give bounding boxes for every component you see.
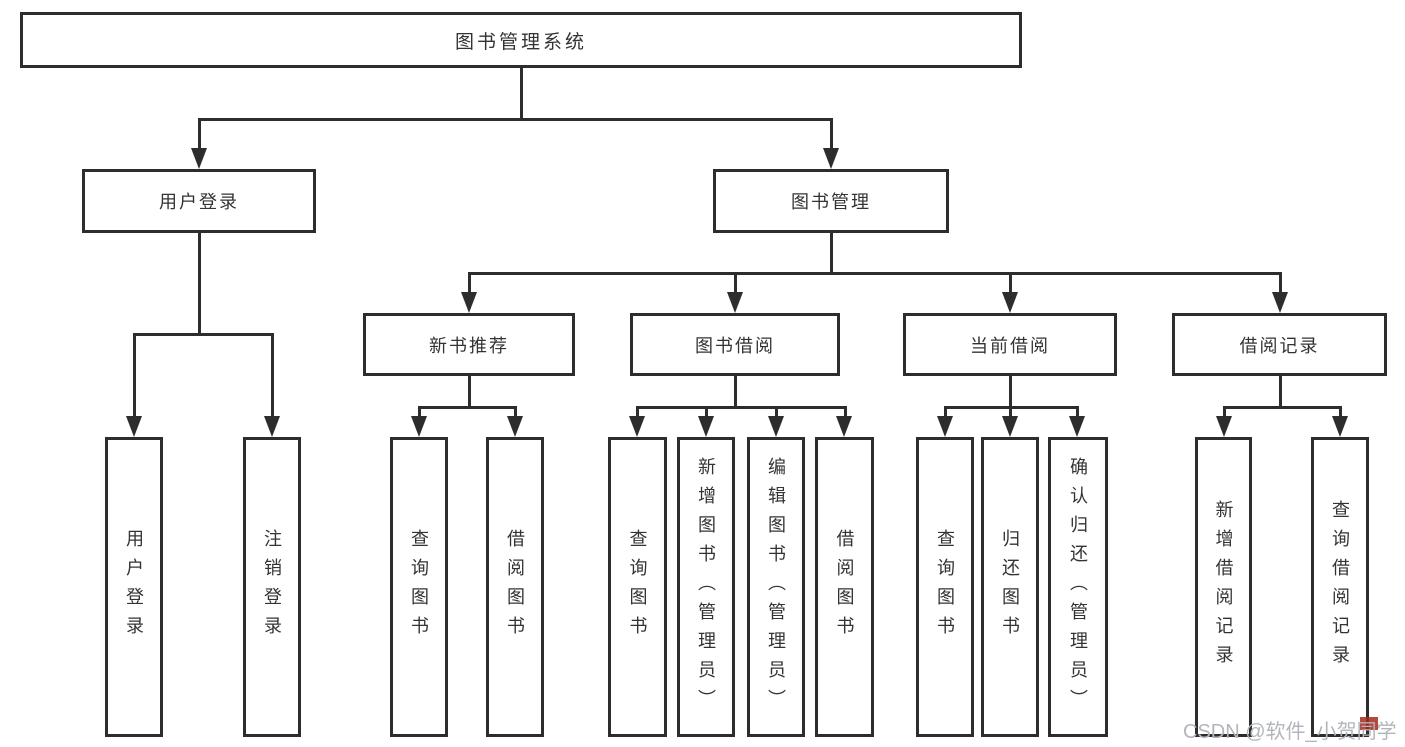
connector [1279, 375, 1282, 409]
leaf-return-books: 归还图书 [981, 437, 1039, 737]
leaf-borrow-books-1: 借阅图书 [486, 437, 544, 737]
connector [636, 406, 847, 409]
node-user-login-label: 用户登录 [159, 192, 239, 212]
leaf-confirm-return-admin: 确认归还（管理员） [1048, 437, 1108, 737]
node-current-borrow: 当前借阅 [903, 313, 1117, 376]
node-current-borrow-label: 当前借阅 [970, 335, 1050, 356]
arrow-down-icon [836, 416, 852, 437]
arrow-down-icon [937, 416, 953, 437]
node-book-borrow: 图书借阅 [630, 313, 840, 376]
leaf-user-login: 用户登录 [105, 437, 163, 737]
watermark-accent [1360, 717, 1378, 730]
leaf-query-books-2-label: 查询图书 [627, 529, 648, 645]
arrow-down-icon [698, 416, 714, 437]
leaf-query-books-3-label: 查询图书 [935, 529, 955, 645]
connector [1223, 406, 1226, 420]
leaf-borrow-books-2-label: 借阅图书 [834, 529, 855, 645]
leaf-user-login-label: 用户登录 [124, 529, 144, 645]
connector [468, 272, 1282, 275]
node-book-management: 图书管理 [713, 169, 949, 233]
leaf-query-books-1: 查询图书 [390, 437, 448, 737]
arrow-down-icon [411, 416, 427, 437]
leaf-add-borrow-record: 新增借阅记录 [1195, 437, 1252, 737]
node-root: 图书管理系统 [20, 12, 1022, 68]
leaf-add-books-admin-label: 新增图书（管理员） [696, 456, 716, 718]
arrow-down-icon [1216, 416, 1232, 437]
watermark: CSDN @软件_小贺同学 [1183, 721, 1397, 743]
leaf-query-books-3: 查询图书 [916, 437, 974, 737]
connector [418, 406, 517, 409]
connector [636, 406, 639, 420]
connector [271, 333, 274, 419]
leaf-add-books-admin: 新增图书（管理员） [677, 437, 735, 737]
arrow-down-icon [727, 292, 743, 313]
connector [133, 333, 274, 336]
leaf-confirm-return-admin-label: 确认归还（管理员） [1068, 456, 1088, 718]
arrow-down-icon [1002, 292, 1018, 313]
connector [775, 406, 778, 420]
arrow-down-icon [507, 416, 523, 437]
connector [705, 406, 708, 420]
connector [734, 375, 737, 409]
connector [1279, 272, 1282, 296]
arrow-down-icon [823, 148, 839, 169]
node-book-management-label: 图书管理 [791, 192, 871, 212]
arrow-down-icon [768, 416, 784, 437]
arrow-down-icon [629, 416, 645, 437]
node-borrow-records-label: 借阅记录 [1239, 335, 1320, 356]
connector [198, 232, 201, 336]
arrow-down-icon [264, 416, 280, 437]
leaf-query-books-1-label: 查询图书 [409, 529, 429, 645]
node-user-login: 用户登录 [82, 169, 316, 233]
connector [514, 406, 517, 420]
connector [520, 67, 523, 121]
arrow-down-icon [461, 292, 477, 313]
connector [133, 333, 136, 419]
connector [468, 375, 471, 409]
connector [1009, 272, 1012, 296]
leaf-borrow-books-1-label: 借阅图书 [505, 529, 525, 645]
leaf-query-books-2: 查询图书 [608, 437, 667, 737]
arrow-down-icon [1272, 292, 1288, 313]
node-root-label: 图书管理系统 [454, 31, 587, 53]
connector [1223, 406, 1342, 409]
connector [844, 406, 847, 420]
node-new-book-recommend-label: 新书推荐 [429, 335, 509, 356]
connector [1339, 406, 1342, 420]
connector [1009, 406, 1012, 420]
leaf-query-borrow-record: 查询借阅记录 [1311, 437, 1369, 737]
node-book-borrow-label: 图书借阅 [695, 335, 775, 356]
leaf-logout: 注销登录 [243, 437, 301, 737]
connector [944, 406, 947, 420]
leaf-add-borrow-record-label: 新增借阅记录 [1213, 500, 1234, 674]
leaf-query-borrow-record-label: 查询借阅记录 [1330, 500, 1350, 674]
node-borrow-records: 借阅记录 [1172, 313, 1387, 376]
arrow-down-icon [191, 148, 207, 169]
connector [198, 118, 201, 152]
connector [830, 232, 833, 275]
arrow-down-icon [1332, 416, 1348, 437]
connector [1009, 375, 1012, 409]
leaf-edit-books-admin: 编辑图书（管理员） [747, 437, 805, 737]
connector [468, 272, 471, 296]
arrow-down-icon [126, 416, 142, 437]
node-new-book-recommend: 新书推荐 [363, 313, 575, 376]
arrow-down-icon [1069, 416, 1085, 437]
connector [418, 406, 421, 420]
leaf-logout-label: 注销登录 [262, 529, 282, 645]
leaf-edit-books-admin-label: 编辑图书（管理员） [766, 456, 786, 718]
leaf-borrow-books-2: 借阅图书 [815, 437, 874, 737]
arrow-down-icon [1002, 416, 1018, 437]
connector [1076, 406, 1079, 420]
connector [734, 272, 737, 296]
connector [198, 118, 833, 121]
connector [830, 118, 833, 152]
leaf-return-books-label: 归还图书 [1000, 529, 1020, 645]
